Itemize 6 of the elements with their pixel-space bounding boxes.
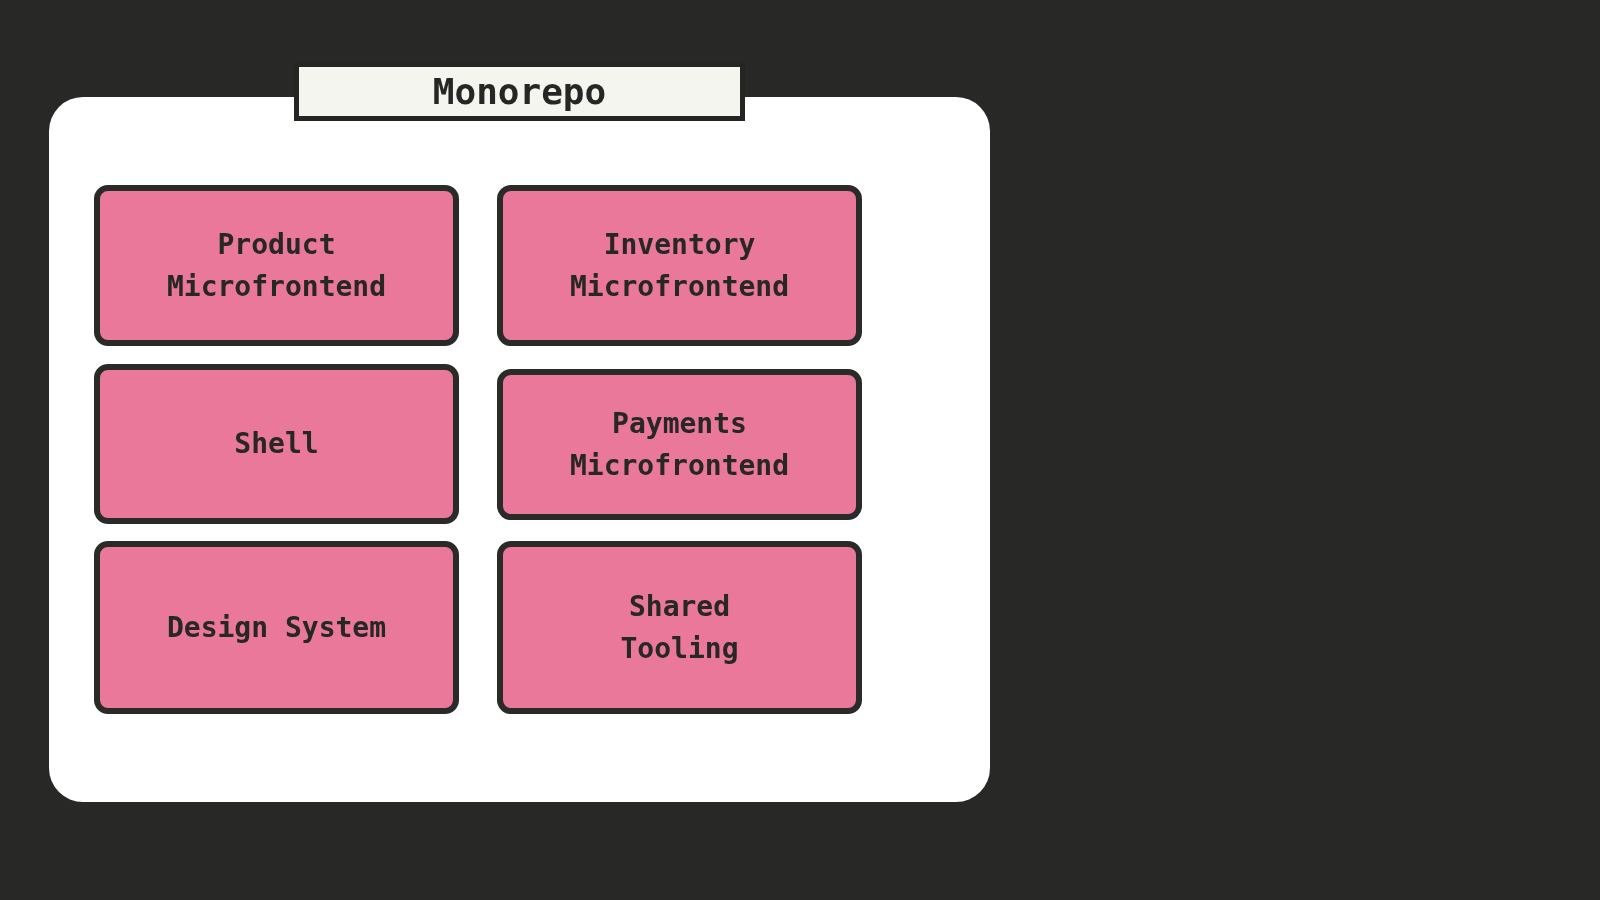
component-box: Inventory Microfrontend: [497, 185, 862, 346]
component-box: Design System: [94, 541, 459, 714]
component-box: Shared Tooling: [497, 541, 862, 714]
component-box: Product Microfrontend: [94, 185, 459, 346]
component-box: Shell: [94, 364, 459, 524]
component-box: Payments Microfrontend: [497, 369, 862, 520]
